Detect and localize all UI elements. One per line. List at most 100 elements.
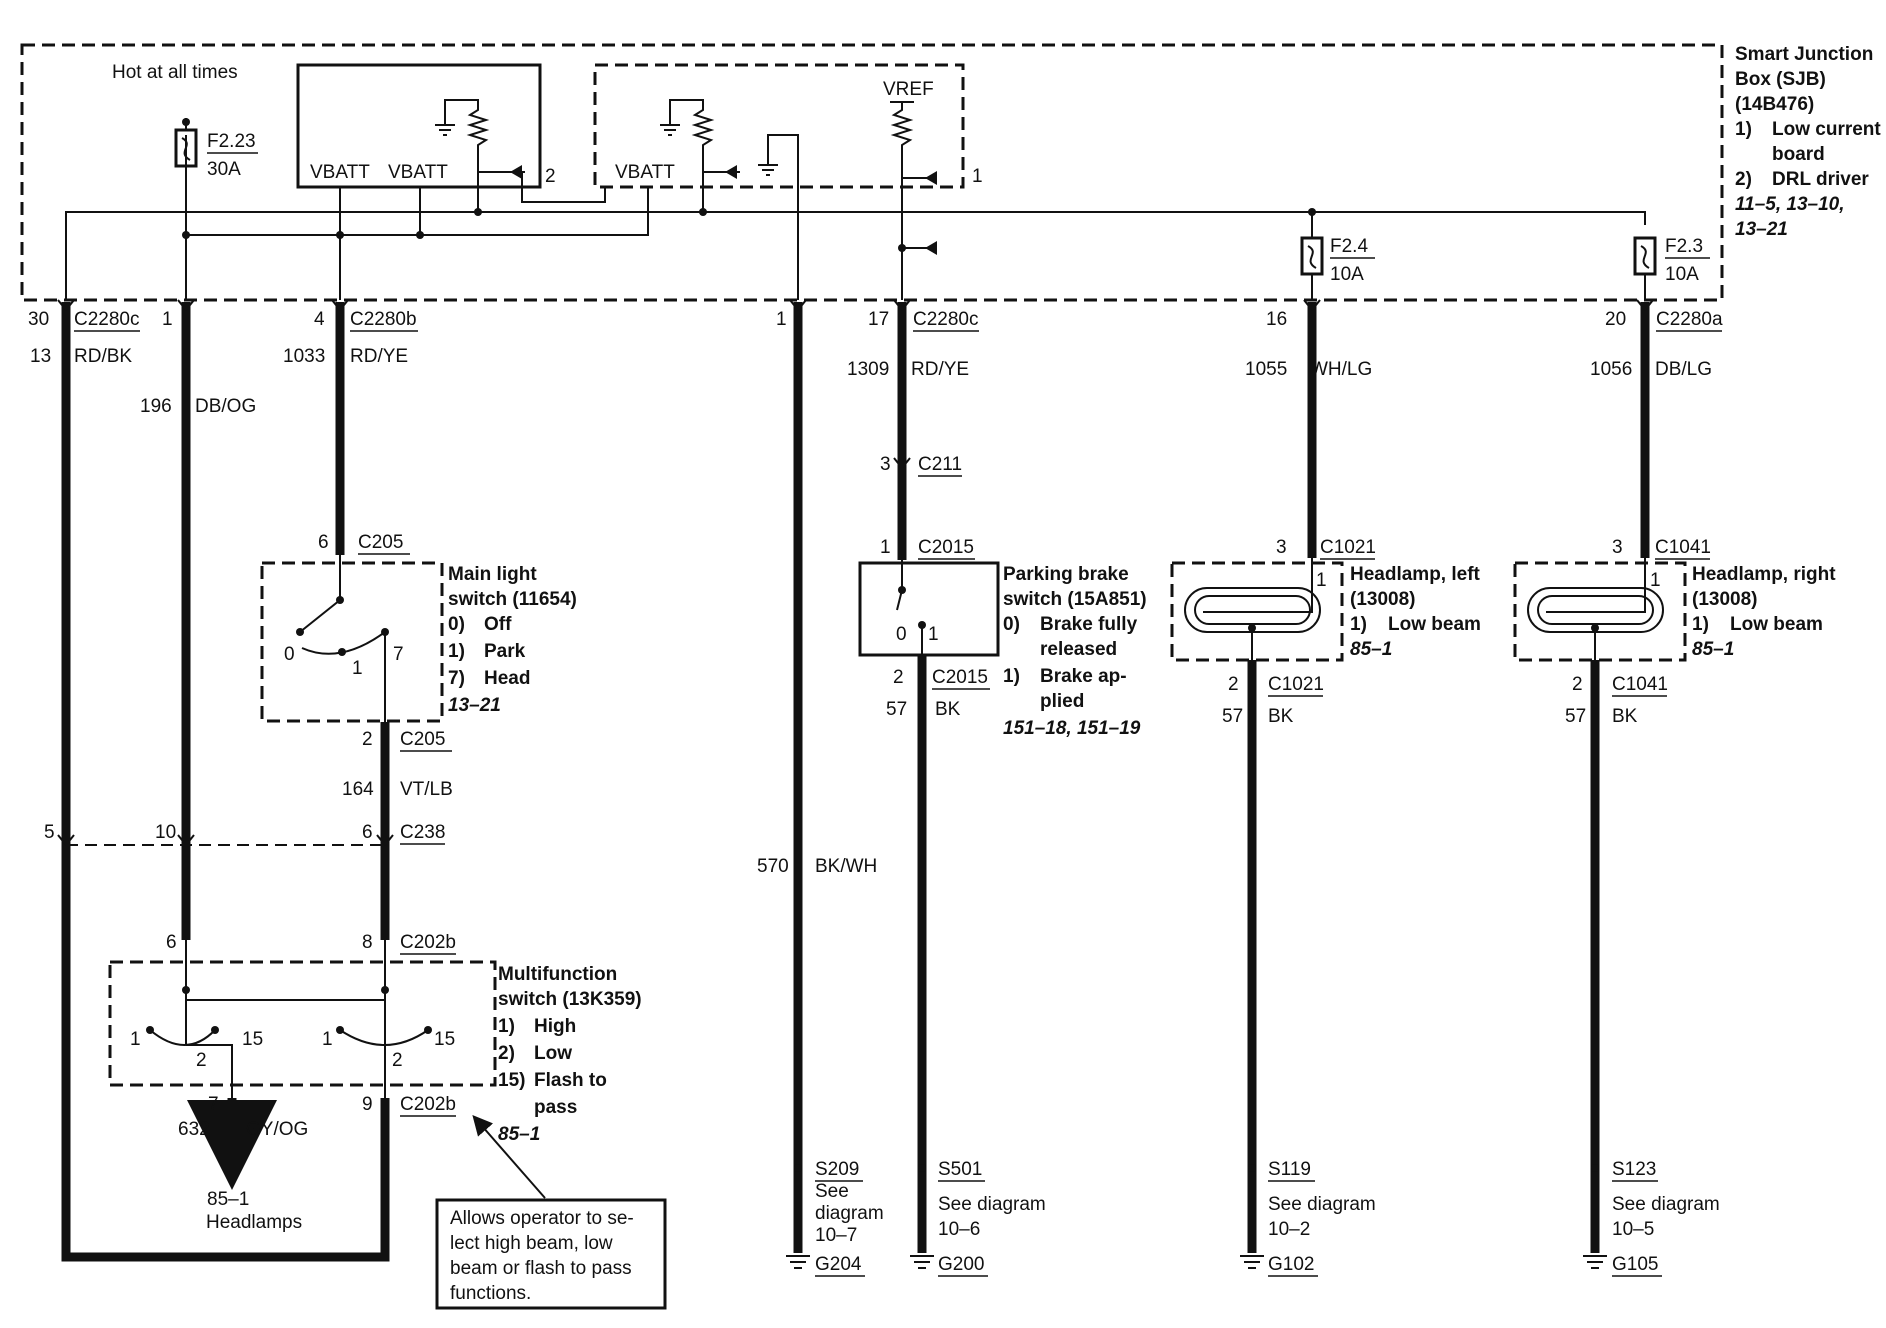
c2280c-pin-17: 17 [868, 309, 889, 330]
parking-title-1: Parking brake [1003, 564, 1129, 585]
c238-pin-5: 5 [44, 822, 55, 843]
splice-s209: S209 [815, 1159, 859, 1180]
c2015-pin-2: 2 [893, 667, 904, 688]
headlamp-left: 3 C1021 1 Headlamp, left (13008) 1) Low … [1170, 537, 1481, 727]
headlamp-left-title-1: Headlamp, left [1350, 564, 1481, 585]
fuse-f2-23-name: F2.23 [207, 131, 256, 152]
drl-pin-1: 1 [972, 166, 983, 187]
multifunction-switch: 6 8 C202b 1 2 15 1 2 15 Multifunction sw… [108, 932, 642, 1233]
board-pin-2: 2 [545, 166, 556, 187]
drl-pin-1-out: 1 [776, 309, 787, 330]
mf-mode-1-text: High [534, 1016, 576, 1037]
ground-icon-1 [435, 124, 455, 136]
main-light-pos-1: 1 [352, 658, 363, 679]
parking-title-2: switch (15A851) [1003, 589, 1147, 610]
connector-marks [57, 299, 1654, 847]
sjb-item-2-num: 2) [1735, 169, 1752, 190]
callout: Allows operator to se- lect high beam, l… [435, 1114, 667, 1310]
c202b-pin-6: 6 [166, 932, 177, 953]
sjb-ref-2: 13–21 [1735, 219, 1788, 240]
headlamp-right-mode-num: 1) [1692, 614, 1709, 635]
c202b-pin-9: 9 [362, 1094, 373, 1115]
headlamp-left-top-pin: 3 [1276, 537, 1287, 558]
ground-icon-g204 [786, 1255, 810, 1269]
c2280c-label-1: C2280c [74, 309, 140, 330]
s209-see-2: diagram [815, 1203, 884, 1224]
c2015-label-bottom: C2015 [932, 667, 988, 688]
mf-pos-1-a: 1 [130, 1029, 141, 1050]
parking-pos-0: 0 [896, 624, 907, 645]
c202b-label-top: C202b [400, 932, 456, 953]
headlamp-left-mode-text: Low beam [1388, 614, 1481, 635]
c205-label-bottom: C205 [400, 729, 445, 750]
circuit-1033: 1033 [283, 346, 325, 367]
fuse-f2-4-name: F2.4 [1330, 236, 1368, 257]
sjb-connectors: 30 C2280c 13 RD/BK 1 196 DB/OG 4 C2280b … [28, 309, 1723, 877]
low-current-board [296, 63, 542, 189]
resistor-symbol-3 [890, 102, 914, 300]
s501-see-2: 10–6 [938, 1219, 980, 1240]
c202b-pin-7: 7 [208, 1094, 219, 1115]
fuse-f2-3-name: F2.3 [1665, 236, 1703, 257]
s119-see-2: 10–2 [1268, 1219, 1310, 1240]
circuit-13: 13 [30, 346, 51, 367]
mf-mode-15-text: Flash to [534, 1070, 607, 1091]
headlamp-right-bot-pin: 2 [1572, 674, 1583, 695]
mf-mode-15-num: 15) [498, 1070, 525, 1091]
c211-pin-3: 3 [880, 454, 891, 475]
headlamp-right-out-circuit: 57 [1565, 706, 1586, 727]
f223-pin-1: 1 [162, 309, 173, 330]
wire-13-rd-bk [61, 302, 390, 1262]
mf-mode-1-num: 1) [498, 1016, 515, 1037]
headlamp-right-bot-conn: C1041 [1612, 674, 1668, 695]
circuit-632: 632 [178, 1119, 210, 1140]
vref-label: VREF [883, 79, 934, 100]
sjb-item-1-num: 1) [1735, 119, 1752, 140]
c2280c-label-2: C2280c [913, 309, 979, 330]
main-light-mode-7-text: Head [484, 668, 530, 689]
color-db-lg: DB/LG [1655, 359, 1712, 380]
mf-title-1: Multifunction [498, 964, 617, 985]
parking-out-circuit: 57 [886, 699, 907, 720]
color-gy-og: GY/OG [246, 1119, 308, 1140]
mf-pos-1-b: 1 [322, 1029, 333, 1050]
color-rd-ye-1: RD/YE [350, 346, 408, 367]
sjb-ref-1: 11–5, 13–10, [1735, 194, 1845, 215]
c205-pin-2: 2 [362, 729, 373, 750]
circuit-164: 164 [342, 779, 374, 800]
vbatt-label-3: VBATT [615, 162, 675, 183]
main-light-mode-0-text: Off [484, 614, 512, 635]
main-light-pos-7: 7 [393, 644, 404, 665]
c205-label-top: C205 [358, 532, 403, 553]
ground-g200: G200 [938, 1254, 984, 1275]
ground-icon-g105 [1583, 1255, 1607, 1269]
parking-mode-0-line-2: released [1040, 639, 1117, 660]
mf-title-2: switch (13K359) [498, 989, 642, 1010]
smart-junction-box: Hot at all times Smart Junction Box (SJB… [20, 43, 1881, 302]
headlamp-right: 3 C1041 1 Headlamp, right (13008) 1) Low… [1513, 537, 1836, 727]
mf-mode-2-num: 2) [498, 1043, 515, 1064]
headlamp-left-mode-num: 1) [1350, 614, 1367, 635]
resistor-symbol-1 [444, 99, 525, 173]
headlamp-right-out-color: BK [1612, 706, 1638, 727]
c238-pin-10: 10 [155, 822, 176, 843]
parking-pos-1: 1 [928, 624, 939, 645]
headlamp-right-pin-1: 1 [1650, 570, 1661, 591]
color-rd-bk: RD/BK [74, 346, 132, 367]
headlamp-left-ref: 85–1 [1350, 639, 1392, 660]
ground-icon-g102 [1240, 1255, 1264, 1269]
splice-s501: S501 [938, 1159, 982, 1180]
main-light-mode-7-num: 7) [448, 668, 465, 689]
color-rd-ye-2: RD/YE [911, 359, 969, 380]
output-arrow-icon-1 [510, 165, 522, 179]
parking-mode-1-line-2: plied [1040, 691, 1084, 712]
s123-see-1: See diagram [1612, 1194, 1720, 1215]
vbatt-label-2: VBATT [388, 162, 448, 183]
grounds: S209 See diagram 10–7 G204 S501 See diag… [786, 1159, 1720, 1277]
c202b-label-bottom: C202b [400, 1094, 456, 1115]
parking-ref: 151–18, 151–19 [1003, 718, 1141, 739]
sjb-title-line-3: (14B476) [1735, 94, 1814, 115]
sjb-item-2-text: DRL driver [1772, 169, 1869, 190]
fuse-f2-4-amps: 10A [1330, 264, 1364, 285]
color-wh-lg: WH/LG [1310, 359, 1372, 380]
